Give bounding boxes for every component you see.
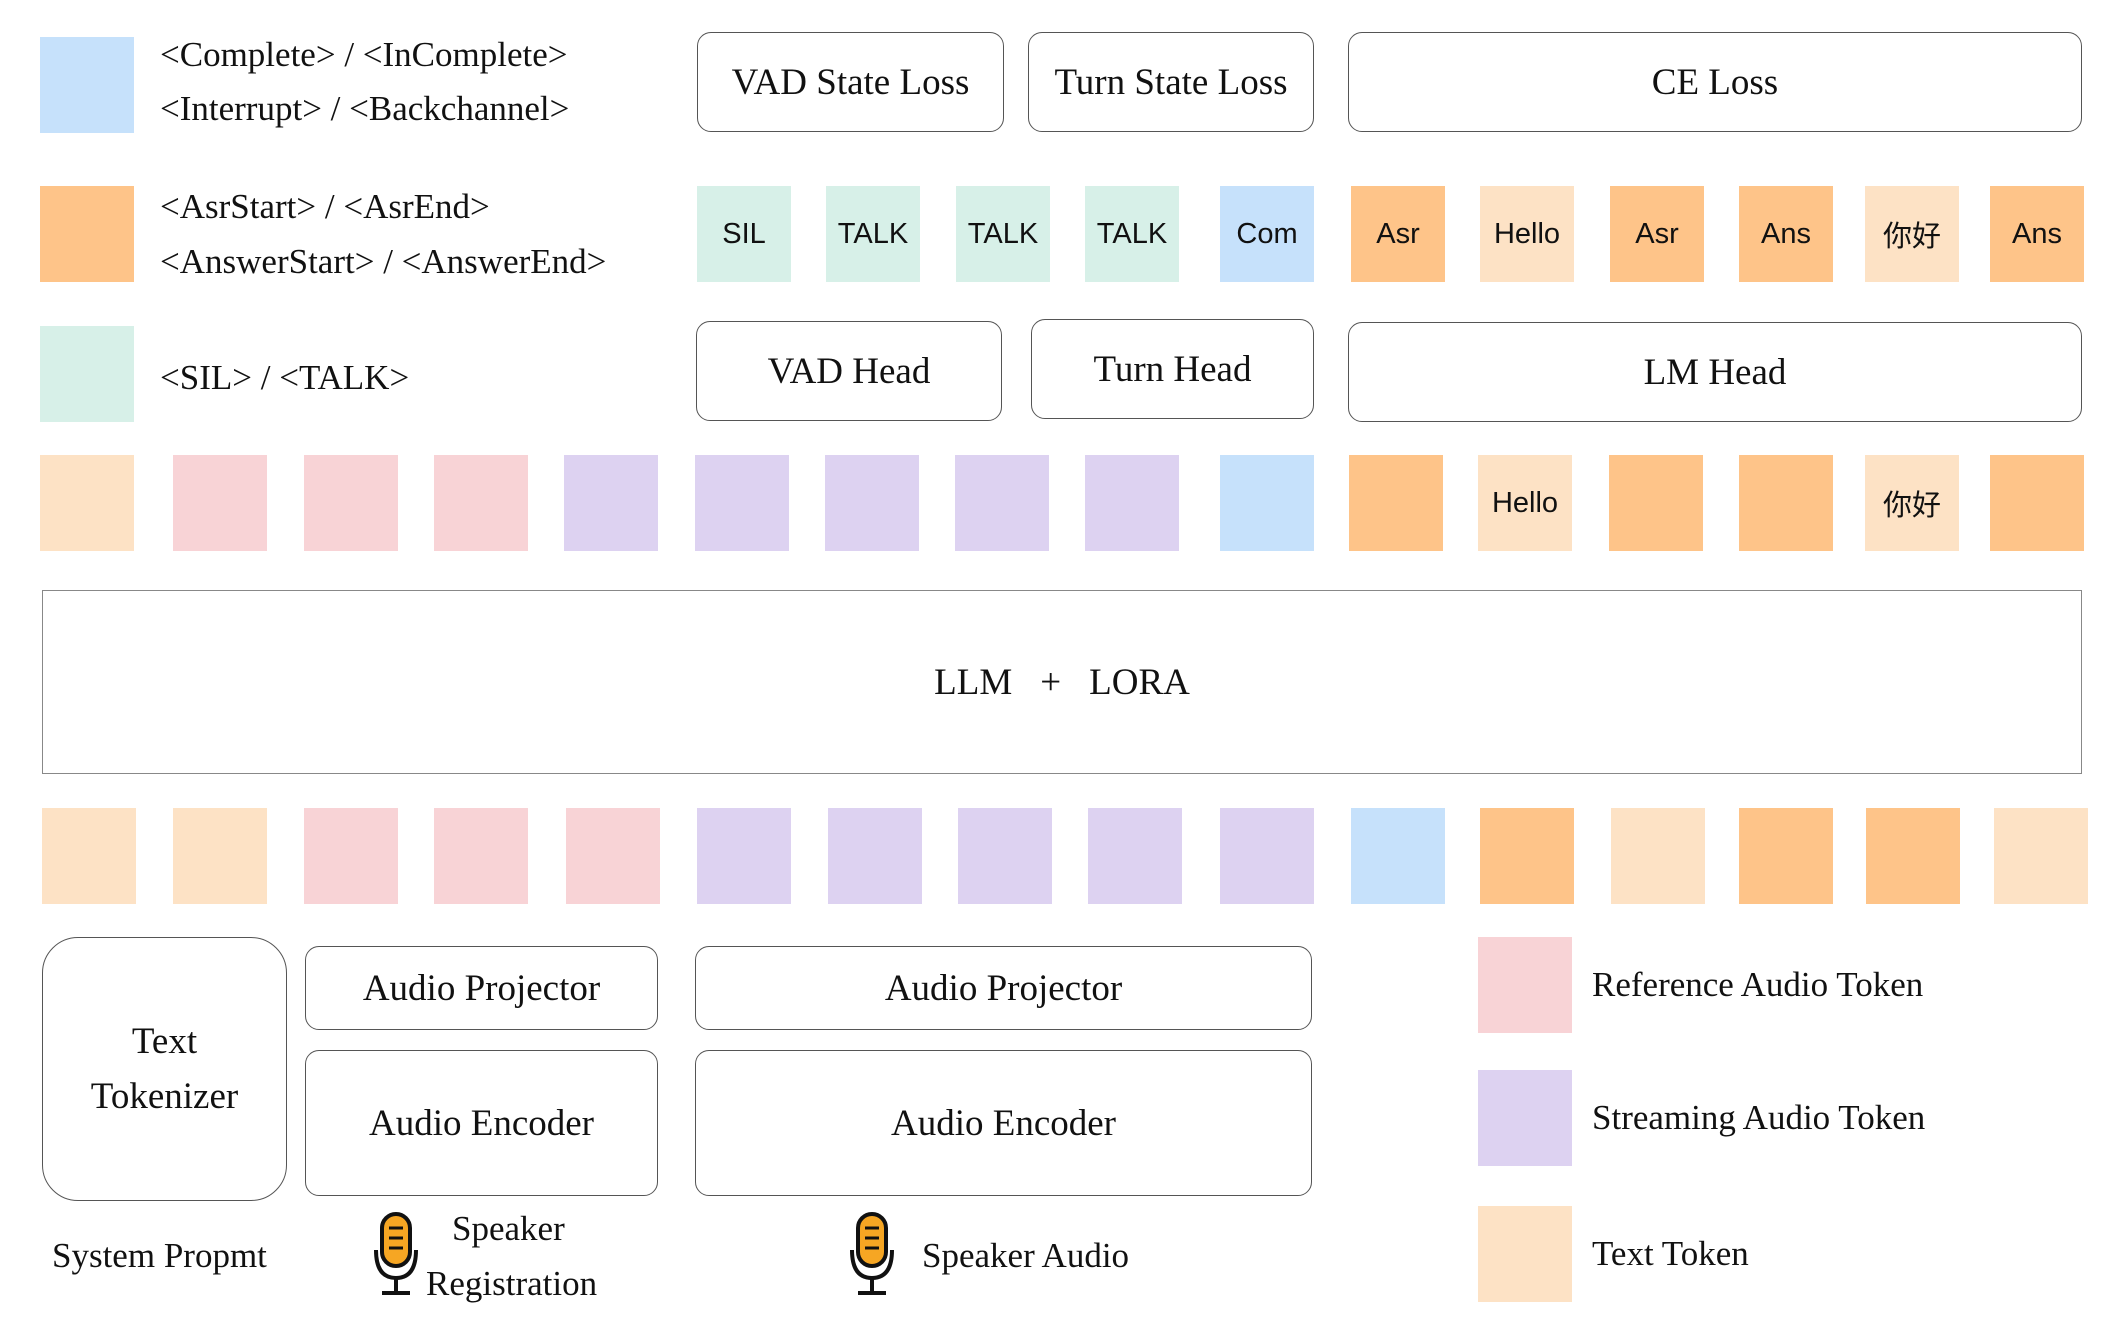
input-token-lavender <box>1088 808 1182 904</box>
input-token-cream <box>173 808 267 904</box>
hidden-token-orange <box>1739 455 1833 551</box>
ce-loss: CE Loss <box>1348 32 2082 132</box>
input-token-cream <box>42 808 136 904</box>
input-token-pink <box>304 808 398 904</box>
audio-encoder-reference: Audio Encoder <box>305 1050 658 1196</box>
lora-label: LORA <box>1089 661 1190 703</box>
hidden-token-blue <box>1220 455 1314 551</box>
legend-swatch-reference <box>1478 937 1572 1033</box>
output-token-cream: Hello <box>1480 186 1574 282</box>
microphone-icon <box>374 1212 418 1295</box>
input-token-pink <box>434 808 528 904</box>
legend-state-line1: <Complete> / <InComplete> <box>160 35 568 74</box>
input-token-cream <box>1994 808 2088 904</box>
audio-projector-streaming: Audio Projector <box>695 946 1312 1030</box>
output-token-orange: Ans <box>1990 186 2084 282</box>
input-token-lavender <box>828 808 922 904</box>
system-prompt-label: System Propmt <box>52 1236 267 1275</box>
hidden-token-cream: Hello <box>1478 455 1572 551</box>
lm-head: LM Head <box>1348 322 2082 422</box>
legend-swatch-vad <box>40 326 134 422</box>
input-token-lavender <box>1220 808 1314 904</box>
output-token-mint: TALK <box>826 186 920 282</box>
legend-swatch-state <box>40 37 134 133</box>
text-tokenizer-line1: Text <box>131 1021 198 1062</box>
hidden-token-orange <box>1349 455 1443 551</box>
output-token-blue: Com <box>1220 186 1314 282</box>
legend-text-token: Text Token <box>1592 1234 1749 1273</box>
audio-encoder-streaming: Audio Encoder <box>695 1050 1312 1196</box>
hidden-token-lavender <box>695 455 789 551</box>
legend-answer-line2: <AnswerStart> / <AnswerEnd> <box>160 242 607 281</box>
hidden-token-lavender <box>955 455 1049 551</box>
turn-head: Turn Head <box>1031 319 1314 419</box>
hidden-token-cream <box>40 455 134 551</box>
legend-swatch-asr-answer <box>40 186 134 282</box>
microphone-icon <box>850 1212 894 1295</box>
hidden-token-orange <box>1990 455 2084 551</box>
legend-swatch-streaming <box>1478 1070 1572 1166</box>
hidden-token-lavender <box>564 455 658 551</box>
llm-lora-block: LLM + LORA <box>42 590 2082 774</box>
output-token-orange: Ans <box>1739 186 1833 282</box>
legend-asr-line1: <AsrStart> / <AsrEnd> <box>160 187 490 226</box>
legend-reference-audio-token: Reference Audio Token <box>1592 965 1924 1004</box>
input-token-cream <box>1611 808 1705 904</box>
legend-state-line2: <Interrupt> / <Backchannel> <box>160 89 570 128</box>
hidden-token-cream: 你好 <box>1865 455 1959 551</box>
legend-swatch-text <box>1478 1206 1572 1302</box>
llm-label: LLM <box>934 661 1013 703</box>
output-token-mint: TALK <box>956 186 1050 282</box>
hidden-token-lavender <box>1085 455 1179 551</box>
speaker-registration-line2: Registration <box>426 1264 598 1303</box>
vad-state-loss: VAD State Loss <box>697 32 1004 132</box>
input-token-pink <box>566 808 660 904</box>
output-token-mint: SIL <box>697 186 791 282</box>
input-token-orange <box>1739 808 1833 904</box>
output-token-mint: TALK <box>1085 186 1179 282</box>
input-token-orange <box>1480 808 1574 904</box>
text-tokenizer-line2: Tokenizer <box>90 1076 239 1117</box>
vad-head: VAD Head <box>696 321 1002 421</box>
audio-projector-reference: Audio Projector <box>305 946 658 1030</box>
speaker-registration-line1: Speaker <box>452 1209 565 1248</box>
input-token-lavender <box>958 808 1052 904</box>
legend-vad-line1: <SIL> / <TALK> <box>160 358 410 397</box>
output-token-orange: Asr <box>1610 186 1704 282</box>
turn-state-loss: Turn State Loss <box>1028 32 1314 132</box>
input-token-blue <box>1351 808 1445 904</box>
hidden-token-pink <box>173 455 267 551</box>
speaker-audio-label: Speaker Audio <box>922 1236 1130 1275</box>
input-token-lavender <box>697 808 791 904</box>
plus-sign: + <box>1040 661 1062 703</box>
input-token-orange <box>1866 808 1960 904</box>
output-token-orange: Asr <box>1351 186 1445 282</box>
hidden-token-orange <box>1609 455 1703 551</box>
text-tokenizer: Text Tokenizer <box>42 937 287 1201</box>
hidden-token-pink <box>304 455 398 551</box>
legend-streaming-audio-token: Streaming Audio Token <box>1592 1098 1926 1137</box>
output-token-cream: 你好 <box>1865 186 1959 282</box>
hidden-token-lavender <box>825 455 919 551</box>
hidden-token-pink <box>434 455 528 551</box>
